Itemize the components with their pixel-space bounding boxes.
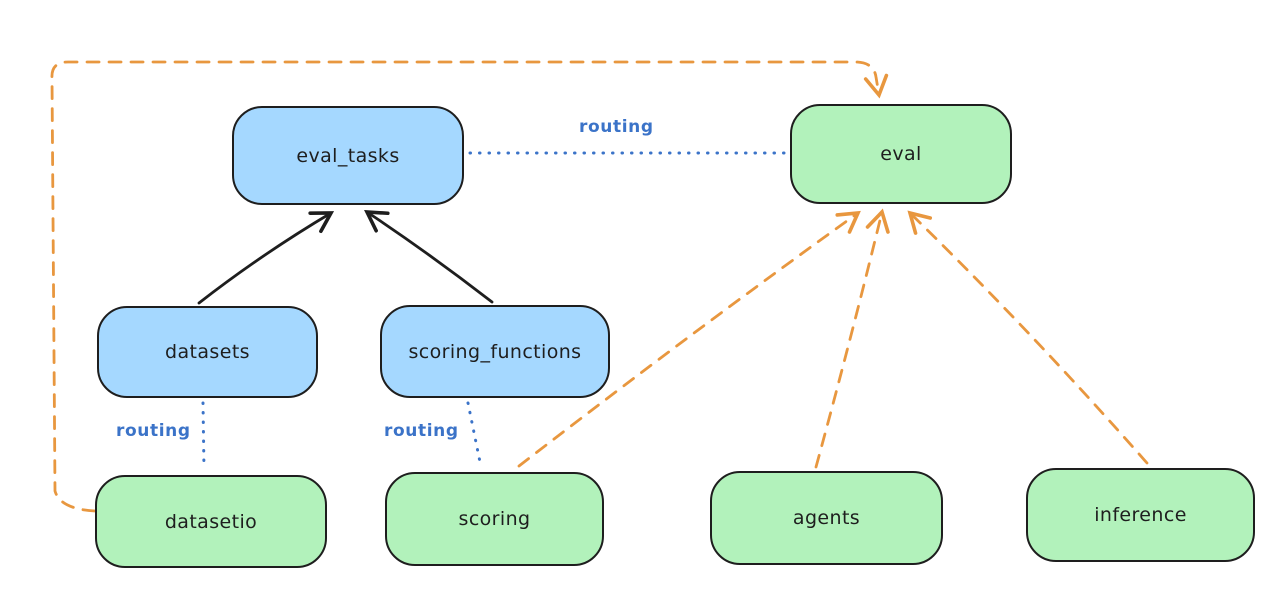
edge-agents-to-eval (814, 208, 890, 469)
edge-scoring_functions-to-eval_tasks (364, 210, 494, 304)
node-datasets-label: datasets (165, 341, 250, 363)
edge-label-routing-scoring_functions-scoring: routing (384, 421, 459, 441)
edge-datasets-to-eval_tasks (197, 211, 335, 305)
node-agents: agents (710, 471, 943, 565)
node-eval: eval (790, 104, 1012, 204)
node-scoring_functions-label: scoring_functions (408, 340, 582, 363)
edge-label-routing-datasets-datasetio: routing (116, 421, 191, 441)
node-scoring: scoring (385, 472, 604, 566)
node-datasetio-label: datasetio (164, 510, 258, 533)
node-scoring-label: scoring (458, 508, 531, 530)
node-scoring_functions: scoring_functions (380, 305, 610, 398)
node-agents-label: agents (792, 507, 861, 529)
node-inference: inference (1026, 468, 1255, 562)
node-eval_tasks: eval_tasks (232, 106, 464, 205)
node-datasetio: datasetio (95, 475, 327, 568)
node-inference-label: inference (1094, 504, 1187, 526)
edge-datasetio-to-eval (50, 60, 889, 513)
node-datasets: datasets (97, 306, 318, 398)
edge-inference-to-eval (907, 210, 1149, 465)
edge-label-routing-eval_tasks-eval: routing (579, 117, 654, 137)
edge-scoring_functions-to-scoring-routing (466, 401, 483, 469)
node-eval_tasks-label: eval_tasks (296, 144, 400, 167)
node-eval-label: eval (880, 143, 922, 165)
edge-datasets-to-datasetio-routing (201, 401, 206, 471)
